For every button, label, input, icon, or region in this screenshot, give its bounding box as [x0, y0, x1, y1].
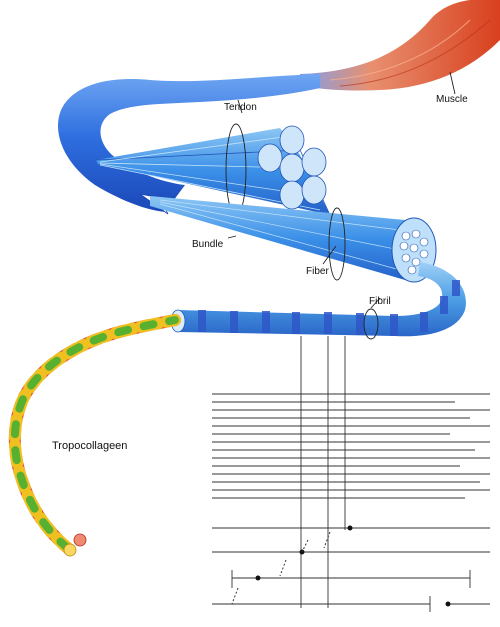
label-muscle: Muscle — [436, 94, 468, 105]
fibril-striation-schematic — [212, 336, 490, 612]
label-tendon: Tendon — [224, 102, 257, 113]
leader-lines — [227, 71, 456, 309]
label-tropocollagen: Tropocollageen — [52, 440, 127, 452]
fiber-illustration — [150, 196, 437, 283]
schematic-dots — [255, 525, 451, 607]
label-fibril: Fibril — [369, 296, 391, 307]
muscle-illustration — [300, 0, 500, 91]
label-bundle: Bundle — [192, 239, 224, 250]
label-fiber: Fiber — [306, 266, 329, 277]
bundle-illustration — [95, 123, 331, 217]
schematic-dashes — [231, 531, 331, 605]
tropocollagen-illustration — [8, 314, 181, 557]
